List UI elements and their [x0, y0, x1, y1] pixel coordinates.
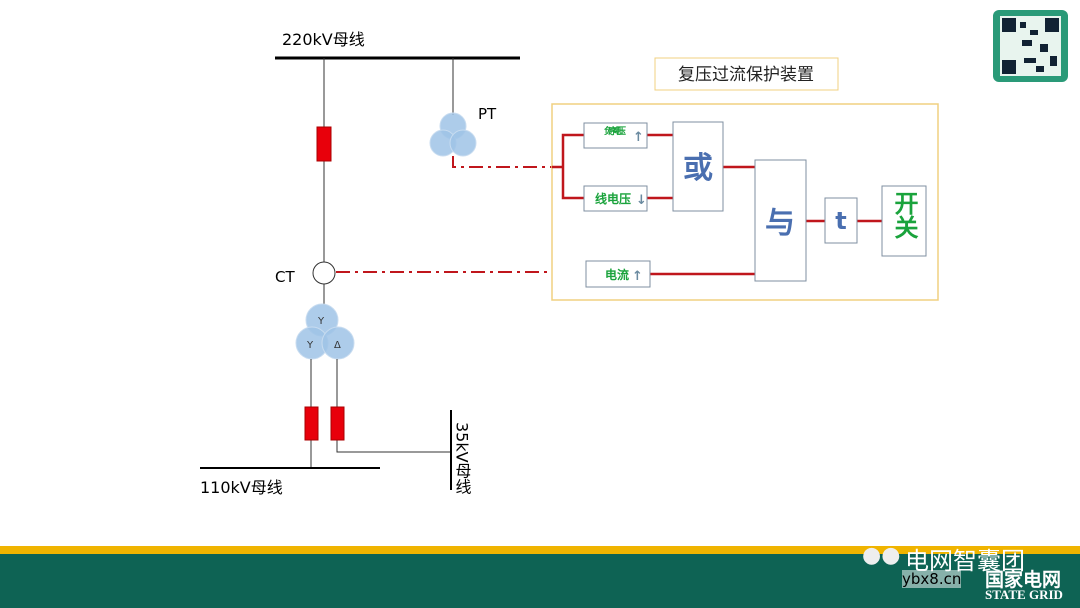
wye-top-label: Y: [317, 316, 325, 327]
ct-symbol: [312, 261, 336, 285]
neg-seq-voltage-box: [583, 122, 648, 149]
pt-coil-right: [449, 129, 477, 157]
pt-signal-line: [452, 156, 563, 168]
up-arrow-icon: ↑: [633, 130, 644, 145]
timer-box: [824, 197, 858, 244]
delta-label: Δ: [334, 340, 341, 351]
lv-35-line: [336, 359, 451, 453]
company-name-cn: 国家电网: [985, 569, 1062, 591]
transformer-coil-right: [321, 326, 355, 360]
or-gate-label: 或: [683, 151, 713, 186]
site-watermark: ybx8.cn: [902, 570, 962, 588]
wechat-icon: ●●: [862, 543, 901, 568]
bus-110kv-label: 110kV母线: [200, 478, 283, 497]
or-gate-box: [672, 121, 724, 212]
and-gate-label: 与: [765, 206, 795, 241]
timer-label: t: [835, 207, 846, 235]
up-arrow-icon: ↑: [632, 269, 643, 284]
line-voltage-box: [583, 185, 648, 212]
switch-label: 开关: [890, 191, 918, 240]
logic-wires: [552, 133, 882, 276]
footer-stripe: [0, 546, 1080, 554]
qr-pattern: [1002, 18, 1059, 74]
device-title: 复压过流保护装置: [678, 65, 814, 85]
fuse-220: [316, 126, 332, 162]
down-arrow-icon: ↓: [636, 193, 647, 208]
current-label: 电流: [605, 267, 629, 282]
switch-box: [881, 185, 927, 257]
device-title-box: [654, 57, 839, 91]
current-box: [585, 260, 651, 288]
bus-220kv-label: 220kV母线: [282, 30, 365, 49]
wye-left-label: Y: [306, 340, 314, 351]
line-voltage-label: 线电压: [595, 191, 631, 206]
and-gate-box: [754, 159, 807, 282]
pt-label: PT: [478, 105, 497, 123]
footer-bar: [0, 554, 1080, 608]
neg-seq-voltage-label: 负序电压: [604, 125, 626, 137]
company-name-en: STATE GRID: [985, 587, 1063, 602]
fuse-110: [304, 406, 319, 441]
ct-label: CT: [275, 268, 295, 286]
fuse-35: [330, 406, 345, 441]
bus-35kv-label: 35kV母线: [453, 422, 472, 495]
